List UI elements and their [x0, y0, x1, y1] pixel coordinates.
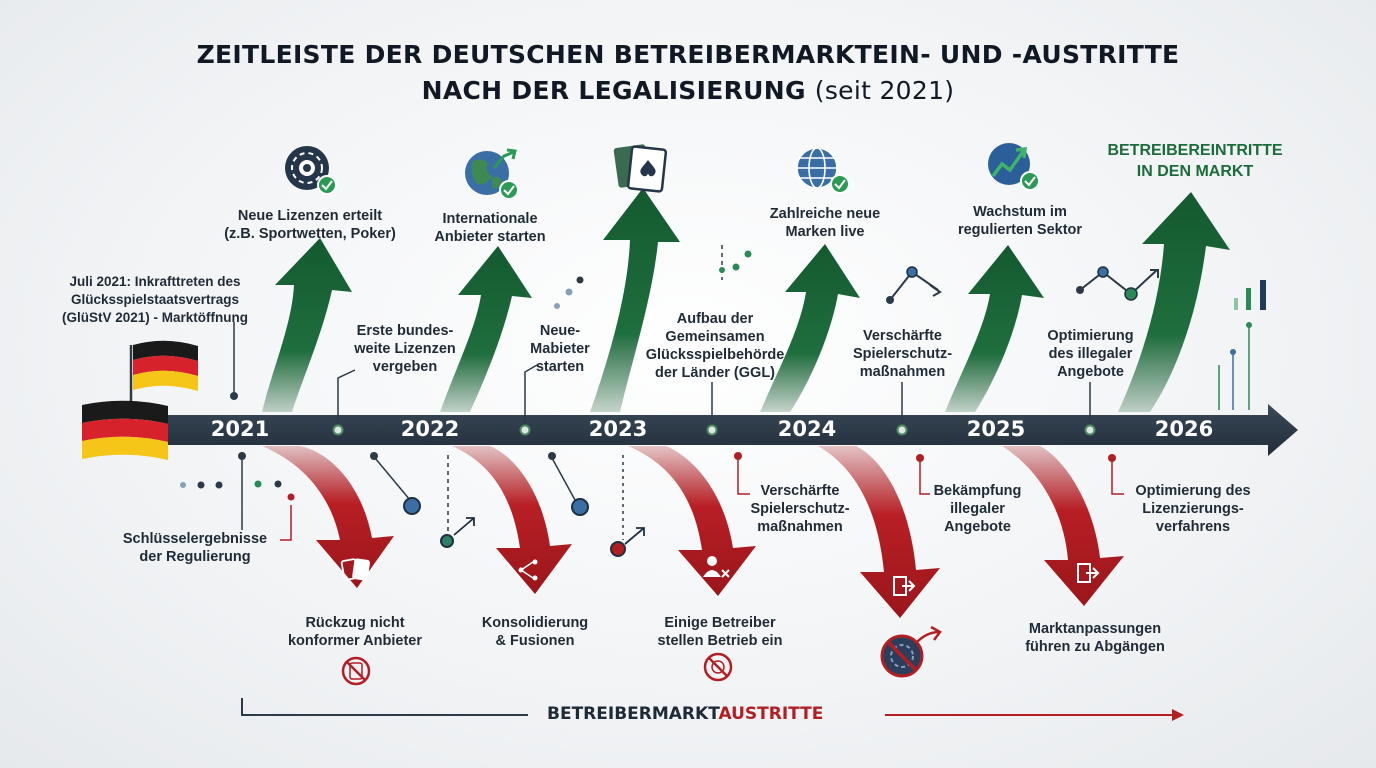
globe-icon: [796, 147, 850, 194]
year-2024: 2024: [777, 417, 837, 441]
entry-arrow-2025: [945, 245, 1044, 412]
mini-bar-chart: [1218, 280, 1266, 410]
year-2022: 2022: [400, 417, 460, 441]
exit-cards-icon: [340, 558, 370, 581]
growth-chart-icon: [988, 143, 1040, 191]
prohibited-chip-icon: [880, 625, 942, 678]
timeline-bar: [168, 404, 1298, 456]
upper-connectors: [233, 245, 1091, 430]
exit-door-icon: [893, 576, 916, 596]
exit-arrow-2: [452, 446, 572, 594]
exit-arrow-1: [262, 446, 394, 588]
trend-motif-2026: [1079, 269, 1159, 296]
entry-arrow-2024: [760, 244, 860, 412]
exit-arrow-4: [818, 446, 940, 618]
casino-chip-icon: [285, 146, 337, 195]
flag-small: [129, 340, 198, 402]
globe-growth-icon: [465, 148, 519, 200]
prohibited-cards-icon: [341, 656, 371, 686]
entry-label-1: Neue Lizenzen erteilt(z.B. Sportwetten, …: [224, 208, 396, 242]
merge-icon: [518, 559, 538, 581]
timeline-nodes: [332, 424, 1096, 436]
year-2026: 2026: [1154, 417, 1214, 441]
entry-arrow-2022: [440, 246, 532, 412]
lower-connectors: [241, 452, 1124, 541]
entry-arrow-2021: [262, 238, 352, 412]
entry-arrow-2026: [1118, 192, 1230, 412]
exit-legend-line: [241, 698, 1184, 721]
exit-arrows: [262, 446, 1124, 618]
exit-arrow-3: [628, 446, 756, 596]
prohibited-icon-2: [703, 652, 733, 682]
upper-dots: [554, 250, 752, 309]
user-remove-icon: [703, 556, 730, 578]
flag-large: [82, 400, 168, 460]
page-subtitle: NACH DER LEGALISIERUNG (seit 2021): [0, 76, 1376, 105]
entry-arrows: [262, 188, 1230, 412]
year-2023: 2023: [588, 417, 648, 441]
playing-cards-icon: [613, 144, 668, 193]
subtitle-main: NACH DER LEGALISIERUNG: [421, 76, 806, 105]
entry-legend: BETREIBEREINTRITTE IN DEN MARKT: [1107, 142, 1283, 180]
year-2021: 2021: [210, 417, 270, 441]
year-2025: 2025: [966, 417, 1026, 441]
exit-label-2: Konsolidierung& Fusionen: [481, 615, 589, 649]
exit-legend: BETREIBERMARKTAUSTRITTE: [547, 704, 824, 724]
entry-arrow-2023: [590, 188, 680, 412]
node-dot-2021: [230, 392, 238, 400]
lower-dots: [180, 452, 1116, 557]
subtitle-suffix: (seit 2021): [814, 76, 955, 105]
exit-arrow-5: [1002, 446, 1124, 606]
page-title: ZEITLEISTE DER DEUTSCHEN BETREIBERMARKTE…: [196, 40, 1180, 69]
exit-door-icon-2: [1077, 563, 1100, 583]
